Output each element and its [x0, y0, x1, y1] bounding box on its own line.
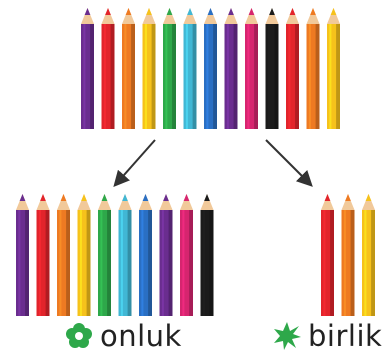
pencil-blue — [139, 194, 152, 316]
birlik-caption: birlik — [272, 316, 382, 356]
pencil-orange — [341, 194, 355, 316]
pencil-magenta — [245, 8, 258, 129]
pencil-black — [265, 8, 279, 129]
pencil-yellow — [327, 8, 340, 129]
birlik-label: birlik — [308, 318, 383, 353]
onluk-caption: onluk — [64, 316, 182, 356]
pencil-yellow — [362, 194, 375, 316]
pencil-purple — [159, 194, 173, 316]
pencil-magenta — [180, 194, 193, 316]
right-pencil-group — [321, 194, 375, 316]
pencil-red — [286, 8, 299, 129]
pencil-blue — [204, 8, 217, 129]
pencil-cyan — [118, 194, 132, 316]
onluk-label: onluk — [100, 318, 182, 353]
arrow-to-left-group — [113, 139, 156, 187]
pencil-yellow — [142, 8, 156, 129]
pencil-orange — [57, 194, 70, 316]
pencil-orange — [306, 8, 320, 129]
flower-icon — [66, 323, 92, 348]
pencil-cyan — [183, 8, 197, 129]
star-burst-icon — [274, 322, 301, 350]
pencil-green — [98, 194, 111, 316]
pencil-yellow — [77, 194, 91, 316]
pencil-purple — [81, 8, 94, 129]
pencil-red — [36, 194, 50, 316]
pencil-orange — [122, 8, 135, 129]
pencil-purple — [224, 8, 238, 129]
pencil-red — [101, 8, 115, 129]
pencil-red — [321, 194, 334, 316]
pencil-green — [163, 8, 176, 129]
pencil-black — [200, 194, 214, 316]
pencil-purple — [16, 194, 29, 316]
arrow-to-right-group — [265, 139, 313, 187]
top-pencil-group — [81, 8, 340, 129]
left-pencil-group — [16, 194, 214, 316]
